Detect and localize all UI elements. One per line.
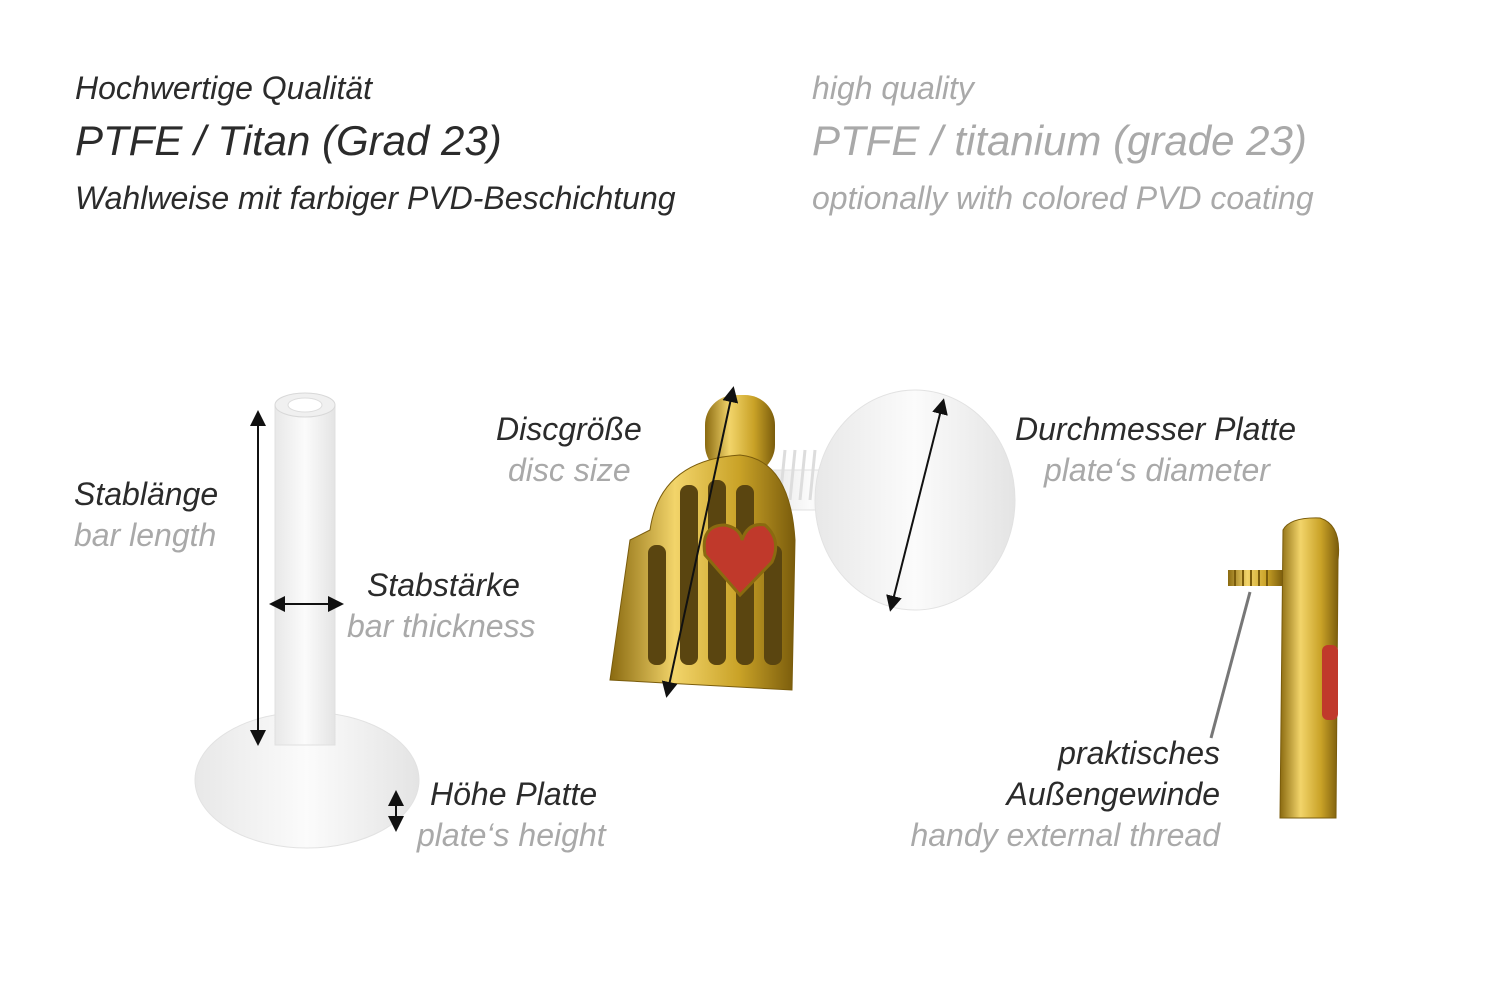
header-de-line3: Wahlweise mit farbiger PVD-Beschichtung	[75, 180, 676, 216]
disc-size-label-de: Discgröße	[496, 411, 642, 447]
top-side-view	[1228, 517, 1340, 819]
bar-length-label-en: bar length	[74, 517, 217, 553]
thread-label-de2: Außengewinde	[1006, 776, 1220, 812]
disc-size-label-en: disc size	[508, 452, 631, 488]
plate-height-label-en: plate‘s height	[417, 817, 606, 853]
ptfe-disc	[769, 389, 1016, 611]
plate-diameter-label-en: plate‘s diameter	[1044, 452, 1270, 488]
bar-thickness-label-de: Stabstärke	[367, 567, 520, 603]
thread-label-de1: praktisches	[1058, 735, 1220, 771]
header-de-line1: Hochwertige Qualität	[75, 70, 373, 106]
thread-label-en: handy external thread	[910, 817, 1220, 853]
plate-diameter-arrow	[886, 398, 948, 612]
disc-size-arrow	[661, 386, 739, 698]
header-en-line3: optionally with colored PVD coating	[812, 180, 1314, 216]
header-de-line2: PTFE / Titan (Grad 23)	[75, 117, 502, 164]
header-en-line1: high quality	[812, 70, 974, 106]
ptfe-labret-pin	[194, 392, 420, 849]
plate-diameter-label-de: Durchmesser Platte	[1015, 411, 1296, 447]
header-en-line2: PTFE / titanium (grade 23)	[812, 117, 1307, 164]
thread-pointer-line	[1209, 591, 1252, 739]
bar-length-label-de: Stablänge	[74, 476, 219, 512]
plate-height-label-de: Höhe Platte	[430, 776, 598, 812]
bar-thickness-label-en: bar thickness	[347, 608, 536, 644]
